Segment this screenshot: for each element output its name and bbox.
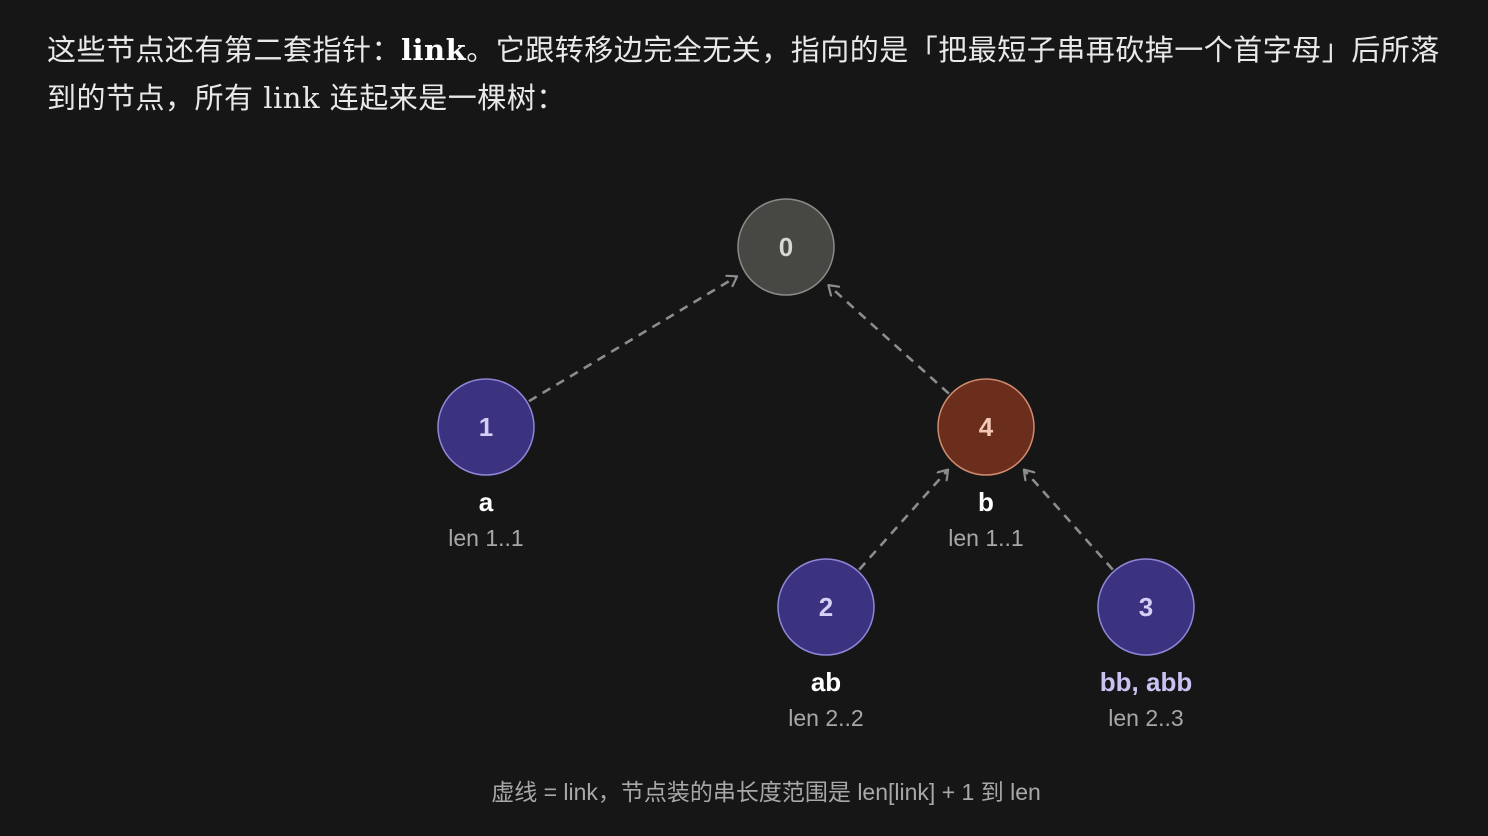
- node-3: 3 bb, abb len 2..3: [1097, 558, 1195, 731]
- intro-text-2: 。它跟转移边完全无关，指向的是「把最短子串再砍掉一个首字母」后所落到的节点，所有…: [47, 33, 1440, 115]
- node-0: 0: [737, 198, 835, 296]
- node-circle-3: [1097, 558, 1195, 656]
- intro-keyword-link: link: [401, 33, 467, 67]
- node-strings-4: b: [978, 487, 994, 517]
- node-id-2: 2: [819, 592, 833, 622]
- link-edge-1-to-0: [528, 277, 736, 403]
- node-circle-2: [777, 558, 875, 656]
- node-2: 2 ab len 2..2: [777, 558, 875, 731]
- node-strings-3: bb, abb: [1100, 667, 1192, 697]
- node-id-3: 3: [1139, 592, 1153, 622]
- node-id-0: 0: [779, 232, 793, 262]
- node-len-3: len 2..3: [1108, 705, 1183, 731]
- link-edge-2-to-4: [858, 470, 947, 571]
- tree-nodes: 0 1 a len 1..1 4 b len 1..1 2 ab len 2..2 3 bb, abb…: [437, 198, 1195, 731]
- node-id-1: 1: [479, 412, 493, 442]
- node-id-4: 4: [979, 412, 994, 442]
- node-len-4: len 1..1: [948, 525, 1023, 551]
- node-circle-4: [937, 378, 1035, 476]
- node-len-1: len 1..1: [448, 525, 523, 551]
- diagram-caption: 虚线 = link，节点装的串长度范围是 len[link] + 1 到 len: [491, 779, 1041, 805]
- node-circle-0: [737, 198, 835, 296]
- node-4: 4 b len 1..1: [937, 378, 1035, 551]
- node-1: 1 a len 1..1: [437, 378, 535, 551]
- node-len-2: len 2..2: [788, 705, 863, 731]
- node-strings-1: a: [479, 487, 494, 517]
- link-edge-3-to-4: [1025, 470, 1114, 571]
- node-strings-2: ab: [811, 667, 841, 697]
- link-edges: [528, 277, 1114, 571]
- intro-paragraph: 这些节点还有第二套指针：link。它跟转移边完全无关，指向的是「把最短子串再砍掉…: [47, 26, 1457, 122]
- link-edge-4-to-0: [829, 286, 950, 395]
- intro-text-1: 这些节点还有第二套指针：: [47, 33, 402, 67]
- node-circle-1: [437, 378, 535, 476]
